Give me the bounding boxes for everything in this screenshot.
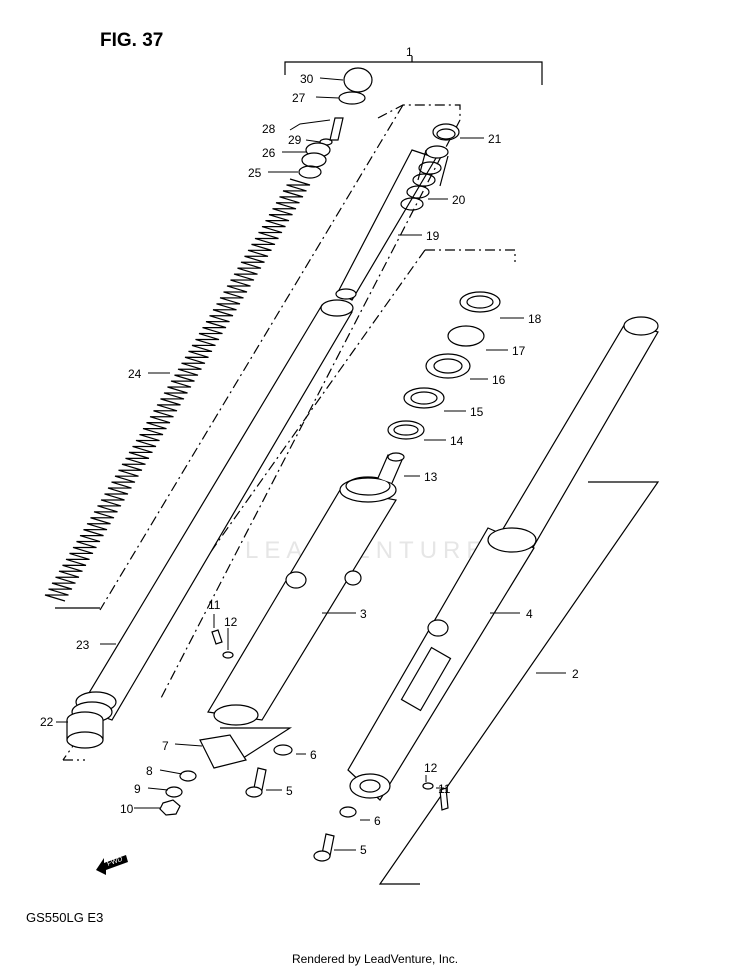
washer-15: [403, 387, 445, 409]
callout-4: 4: [526, 607, 533, 621]
bolt-11: [211, 629, 223, 645]
washer-9: [165, 786, 183, 798]
callout-9: 9: [134, 782, 141, 796]
group-line-right: [378, 481, 660, 885]
callout-6: 6: [374, 814, 381, 828]
axle-holder-7: [199, 734, 247, 769]
callout-12: 12: [424, 761, 438, 775]
callout-5: 5: [286, 784, 293, 798]
callout-26: 26: [262, 146, 276, 160]
dust-seal-18: [459, 291, 501, 313]
footer-credit: Rendered by LeadVenture, Inc.: [291, 952, 459, 966]
washer-6: [273, 744, 293, 756]
model-code: GS550LG E3: [26, 910, 104, 925]
washer-8: [179, 770, 197, 782]
callout-27: 27: [292, 91, 306, 105]
callout-24: 24: [128, 367, 142, 381]
fwd-arrow-icon: FWD: [96, 855, 128, 875]
callout-17: 17: [512, 344, 526, 358]
callout-2: 2: [572, 667, 579, 681]
washer-6b: [339, 806, 357, 818]
nut-10: [159, 799, 181, 816]
callout-13: 13: [424, 470, 438, 484]
clip-17: [447, 325, 485, 347]
callout-5: 5: [360, 843, 367, 857]
callout-15: 15: [470, 405, 484, 419]
callout-14: 14: [450, 434, 464, 448]
callout-3: 3: [360, 607, 367, 621]
washer-12b: [422, 782, 434, 790]
callout-7: 7: [162, 739, 169, 753]
leader-lines: [56, 77, 566, 851]
callout-18: 18: [528, 312, 542, 326]
damper-rod-19: [337, 149, 437, 301]
callout-21: 21: [488, 132, 502, 146]
group-line-inner: [377, 104, 461, 120]
callout-8: 8: [146, 764, 153, 778]
bolt-5: [245, 786, 263, 798]
washer-25: [298, 165, 322, 179]
callout-16: 16: [492, 373, 506, 387]
cap-30: [343, 67, 373, 93]
figure-title: FIG. 37: [100, 30, 164, 51]
inner-tube-23: [79, 304, 353, 721]
bolt-5b: [313, 850, 331, 862]
oil-seal-16: [425, 353, 471, 379]
callout-12: 12: [224, 615, 238, 629]
callout-11: 11: [208, 598, 221, 612]
callout-29: 29: [288, 133, 302, 147]
callout-22: 22: [40, 715, 54, 729]
outer-tube-3: [207, 489, 397, 721]
callout-20: 20: [452, 193, 466, 207]
callout-25: 25: [248, 166, 262, 180]
spring-24: [44, 178, 311, 602]
callout-11: 11: [438, 782, 451, 796]
bolt-11b: [439, 787, 449, 811]
washer-12: [222, 651, 234, 659]
bolt-28: [329, 117, 344, 141]
callout-1: 1: [406, 45, 413, 59]
callout-19: 19: [426, 229, 440, 243]
assembly-bracket-1: [284, 61, 543, 85]
callout-28: 28: [262, 122, 276, 136]
ring-27: [338, 91, 366, 105]
bushing-14: [387, 420, 425, 440]
callout-23: 23: [76, 638, 90, 652]
callout-10: 10: [120, 802, 134, 816]
callout-6: 6: [310, 748, 317, 762]
callout-30: 30: [300, 72, 314, 86]
ring-21: [432, 123, 460, 141]
